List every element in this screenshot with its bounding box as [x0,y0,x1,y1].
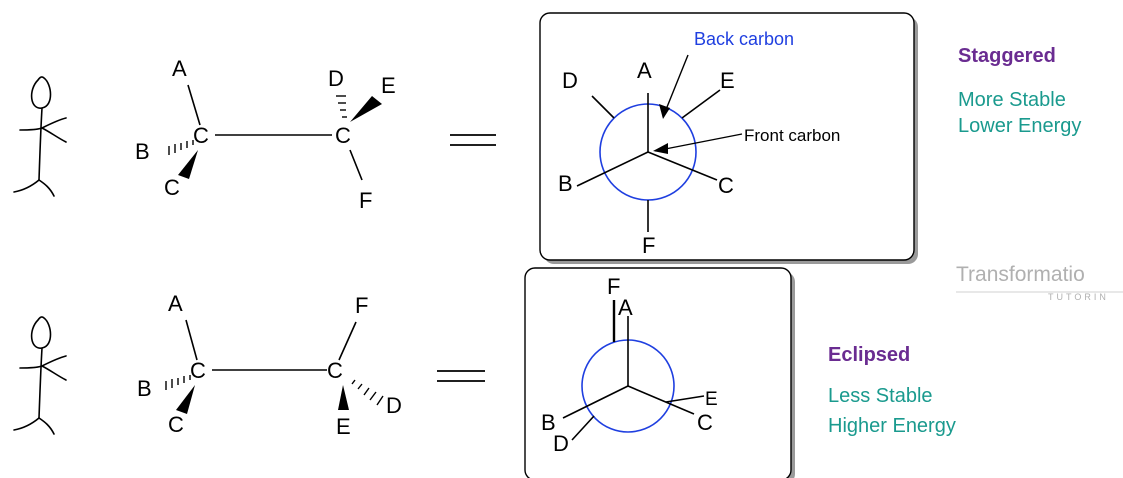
substituent-E: E [381,73,396,98]
newman-substituent-C: C [718,173,734,198]
staggered-energy-note: Lower Energy [958,115,1081,137]
eclipsed-title: Eclipsed [828,344,910,366]
substituent-C: C [164,175,180,200]
newman-substituent-F: F [642,233,655,258]
eclipsed-energy-note: Higher Energy [828,415,956,437]
sawhorse-staggered: A B C C C D E F [135,56,396,213]
equals-sign [450,134,496,146]
logo-sub-text: TUTORIN [1048,292,1109,302]
sawhorse-eclipsed: A B C C C F D E [137,291,402,439]
tutoring-logo: Transformatio TUTORIN [956,263,1123,302]
substituent-B: B [137,376,152,401]
front-carbon-atom: C [193,123,209,148]
newman-substituent-E: E [705,389,718,410]
newman-projection-eclipsed: F A B D C E [524,267,795,478]
equals-sign [437,370,485,382]
substituent-B: B [135,139,150,164]
eclipsed-stability-note: Less Stable [828,385,933,407]
newman-substituent-F: F [607,274,620,299]
front-carbon-atom: C [190,358,206,383]
newman-projection-staggered: A B C D E F Back carbon Front carbon [539,12,918,264]
substituent-F: F [359,188,372,213]
substituent-E: E [336,414,351,439]
staggered-title: Staggered [958,45,1056,67]
substituent-C: C [168,412,184,437]
substituent-A: A [168,291,183,316]
substituent-A: A [172,56,187,81]
newman-substituent-B: B [541,410,556,435]
substituent-F: F [355,293,368,318]
viewer-stick-figure-icon [13,316,67,435]
back-carbon-atom: C [327,358,343,383]
substituent-D: D [328,66,344,91]
newman-substituent-A: A [637,58,652,83]
logo-main-text: Transformatio [956,263,1085,286]
newman-substituent-C: C [697,410,713,435]
viewer-stick-figure-icon [13,76,67,197]
back-carbon-atom: C [335,123,351,148]
front-carbon-label: Front carbon [744,126,840,145]
newman-substituent-D: D [553,431,569,456]
newman-substituent-E: E [720,68,735,93]
back-carbon-label: Back carbon [694,29,794,49]
newman-substituent-B: B [558,171,573,196]
substituent-D: D [386,393,402,418]
newman-substituent-A: A [618,295,633,320]
staggered-stability-note: More Stable [958,89,1066,111]
newman-substituent-D: D [562,68,578,93]
